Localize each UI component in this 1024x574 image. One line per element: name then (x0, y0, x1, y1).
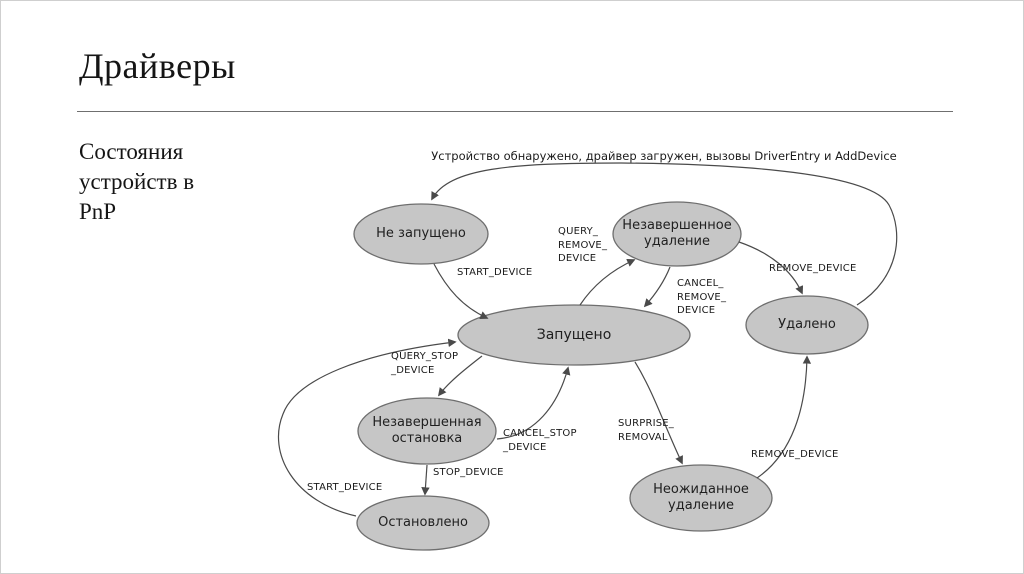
edge-start-device-2 (278, 338, 457, 517)
title-divider (77, 111, 953, 112)
edge-cancel-stop-device (496, 366, 571, 440)
node-started-ellipse (457, 304, 691, 366)
node-not-started-ellipse (353, 203, 489, 265)
node-surprise-removal-ellipse (629, 464, 773, 532)
node-pending-stop-ellipse (357, 397, 497, 465)
node-pending-stop-label: Незавершенная остановка (372, 415, 482, 446)
node-stopped-ellipse (356, 495, 490, 551)
edge-label-cancel-stop: CANCEL_STOP _DEVICE (503, 428, 577, 453)
edge-label-cancel-remove: CANCEL_ REMOVE_ DEVICE (677, 278, 727, 316)
edge-label-surprise-removal: SURPRISE_ REMOVAL (618, 418, 675, 443)
node-not-started-label: Не запущено (376, 226, 466, 241)
page-title: Драйверы (79, 46, 236, 86)
edge-remove-device-1 (738, 241, 804, 295)
slide-subtitle: Состояния устройств в PnP (79, 139, 195, 224)
edge-label-remove-device-2: REMOVE_DEVICE (751, 449, 839, 460)
edge-remove-device-2 (756, 355, 812, 479)
edge-label-remove-device-1: REMOVE_DEVICE (769, 263, 857, 274)
edge-label-start-device-1: START_DEVICE (457, 267, 533, 278)
diagram-caption: Устройство обнаружено, драйвер загружен,… (431, 149, 897, 163)
node-removed-ellipse (745, 295, 869, 355)
node-pending-removal-ellipse (612, 201, 742, 267)
node-surprise-removal-label: Неожиданное удаление (653, 482, 749, 513)
edge-stop-device (421, 464, 430, 496)
node-stopped-label: Остановлено (378, 515, 468, 530)
node-pending-removal-label: Незавершенное удаление (622, 218, 732, 249)
node-removed-label: Удалено (778, 317, 836, 332)
edge-label-query-remove: QUERY_ REMOVE_ DEVICE (558, 226, 608, 264)
node-started-label: Запущено (536, 327, 612, 343)
edge-query-remove-device (579, 258, 636, 306)
edge-cancel-remove-device (643, 266, 671, 308)
edge-device-detected-arc (431, 162, 898, 306)
edge-surprise-removal (634, 361, 683, 465)
edge-label-query-stop: QUERY_STOP _DEVICE (391, 351, 459, 376)
edge-query-stop-device (437, 355, 483, 397)
edge-label-stop-device: STOP_DEVICE (433, 467, 504, 478)
edge-label-start-device-2: START_DEVICE (307, 482, 383, 493)
edge-start-device-1 (433, 263, 489, 320)
